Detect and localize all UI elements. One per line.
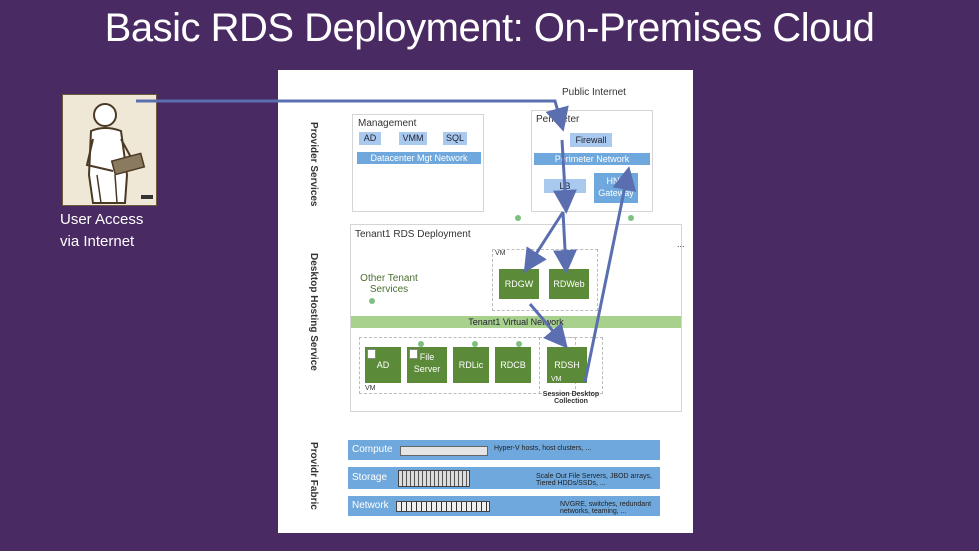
other-tenant-services: Other Tenant Services: [357, 273, 421, 295]
session-desktop-collection: Session Desktop Collection: [531, 391, 611, 405]
vm-right-label: VM: [551, 376, 562, 383]
vm-left-label: VM: [365, 385, 376, 392]
provider-fabric-label: Providr Fabric: [308, 442, 319, 510]
rdcb-box: RDCB: [495, 347, 531, 383]
provider-services-label: Provider Services: [308, 122, 319, 207]
tenant-box: Tenant1 RDS Deployment ... VM Other Tena…: [350, 224, 685, 412]
person-reading-tablet-icon: [63, 95, 156, 205]
storage-desc: Scale Out File Servers, JBOD arrays, Tie…: [536, 473, 652, 487]
arrow-lb-to-rdgw: [523, 211, 565, 274]
other-tenant-line2: Services: [369, 284, 409, 295]
rdweb-box: RDWeb: [549, 269, 589, 299]
network-switch-icon: [396, 501, 490, 512]
user-caption-line2: via Internet: [60, 233, 135, 250]
vm-top-label: VM: [495, 250, 506, 257]
file-server-line2: Server: [413, 364, 441, 374]
mgmt-vmm-box: VMM: [399, 132, 427, 145]
sdc-line2: Collection: [554, 398, 588, 405]
rdlic-box: RDLic: [453, 347, 489, 383]
sdc-line1: Session Desktop: [542, 391, 600, 398]
network-label: Network: [352, 500, 389, 511]
user-illustration: [62, 94, 157, 206]
management-box: Management AD VMM SQL Datacenter Mgt Net…: [352, 114, 484, 212]
rdgw-box: RDGW: [499, 269, 539, 299]
mgmt-sql-box: SQL: [443, 132, 467, 145]
arrow-firewall-to-lb: [552, 139, 577, 214]
datacenter-mgt-network-bar: Datacenter Mgt Network: [357, 152, 481, 164]
server-rack-icon: [400, 446, 488, 456]
mgmt-ad-box: AD: [359, 132, 381, 145]
user-caption-line1: User Access: [60, 211, 144, 228]
compute-desc: Hyper-V hosts, host clusters, ...: [494, 445, 592, 452]
file-disk-icon: [409, 349, 418, 359]
file-server-box: File Server: [407, 347, 447, 383]
sdc-group: [539, 337, 603, 394]
management-title: Management: [358, 118, 417, 129]
user-caption: User Access via Internet: [60, 209, 143, 253]
storage-row: Storage Scale Out File Servers, JBOD arr…: [348, 467, 660, 489]
other-tenant-line1: Other Tenant: [360, 273, 418, 284]
firewall-box: Firewall: [570, 133, 612, 147]
network-desc: NVGRE, switches, redundant networks, tea…: [560, 501, 652, 515]
storage-label: Storage: [352, 472, 388, 483]
public-internet-label: Public Internet: [562, 87, 626, 98]
tenant-ellipsis: ...: [677, 239, 685, 249]
arrow-user-to-firewall: [136, 99, 569, 132]
file-server-line1: File: [419, 352, 435, 362]
network-row: Network NVGRE, switches, redundant netwo…: [348, 496, 660, 516]
compute-row: Compute Hyper-V hosts, host clusters, ..…: [348, 440, 660, 460]
ad-disk-icon: [367, 349, 376, 359]
slide-title: Basic RDS Deployment: On-Premises Cloud: [104, 6, 875, 50]
hnv-gateway-line2: Gateway: [598, 188, 634, 198]
tenant-title: Tenant1 RDS Deployment: [355, 229, 471, 240]
arrow-lb-to-rdweb: [553, 211, 578, 274]
arrow-rdgw-to-rdsh: [528, 303, 568, 349]
compute-label: Compute: [352, 444, 393, 455]
storage-array-icon: [398, 470, 470, 487]
arrow-rdsh-to-gateway: [583, 166, 637, 383]
rdsh-box: RDSH: [547, 347, 587, 383]
diagram-panel: Provider Services Desktop Hosting Servic…: [278, 70, 693, 533]
desktop-hosting-service-label: Desktop Hosting Service: [308, 253, 319, 371]
